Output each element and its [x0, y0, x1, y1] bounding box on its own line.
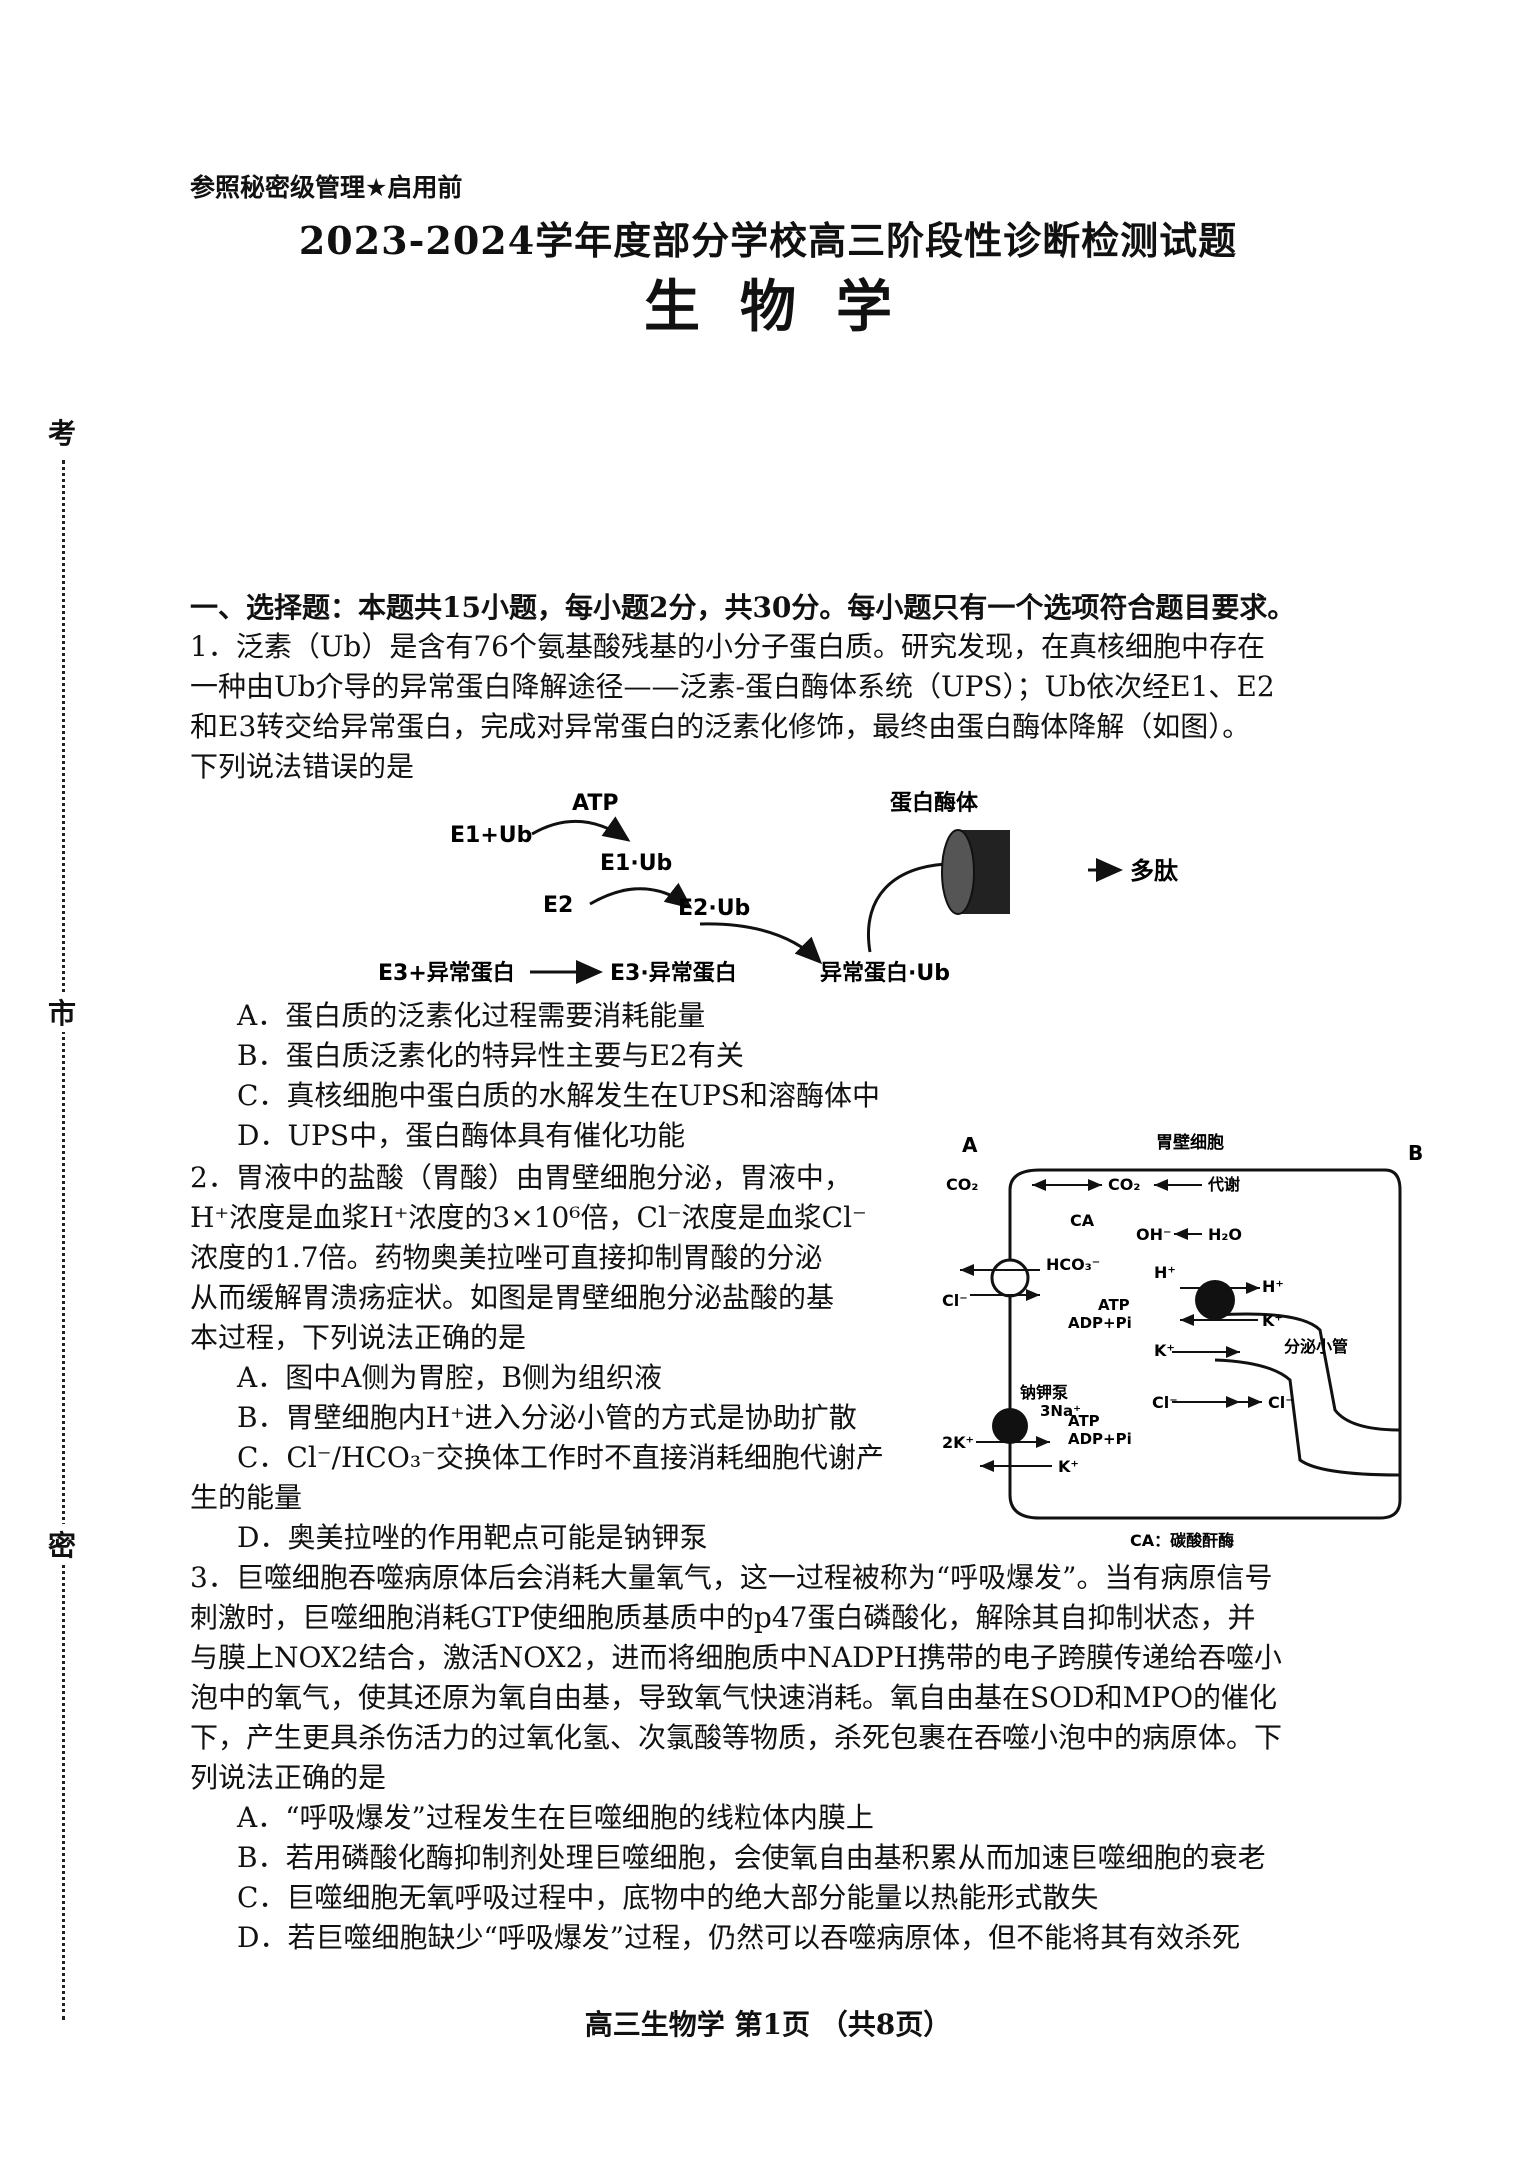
q2-option-a[interactable]: A．图中A侧为胃腔，B侧为组织液: [237, 1361, 663, 1394]
abnormal-ub-label: 异常蛋白·Ub: [820, 960, 950, 986]
pump-label: 钠钾泵: [1020, 1383, 1068, 1402]
q1-option-b[interactable]: B．蛋白质泛素化的特异性主要与E2有关: [237, 1039, 744, 1072]
co2-out-label: CO₂: [946, 1175, 978, 1194]
side-b-label: B: [1408, 1141, 1423, 1165]
q2-option-c[interactable]: C．Cl⁻/HCO₃⁻交换体工作时不直接消耗细胞代谢产: [237, 1441, 884, 1474]
q1-line: 一种由Ub介导的异常蛋白降解途径——泛素-蛋白酶体系统（UPS）；Ub依次经E1…: [190, 670, 1275, 703]
q2-line: 2．胃液中的盐酸（胃酸）由胃壁细胞分泌，胃液中，: [190, 1161, 852, 1194]
q2-line: 本过程，下列说法正确的是: [190, 1321, 527, 1354]
q2-line: 从而缓解胃溃疡症状。如图是胃壁细胞分泌盐酸的基: [190, 1281, 835, 1314]
polypeptide-label: 多肽: [1130, 857, 1179, 885]
q3-option-a[interactable]: A．“呼吸爆发”过程发生在巨噬细胞的线粒体内膜上: [237, 1801, 874, 1834]
exam-title: 2023-2024学年度部分学校高三阶段性诊断检测试题: [298, 218, 1238, 263]
q1-option-c[interactable]: C．真核细胞中蛋白质的水解发生在UPS和溶酶体中: [237, 1079, 881, 1112]
margin-char-secret: 密: [48, 1524, 77, 1564]
q3-option-c[interactable]: C．巨噬细胞无氧呼吸过程中，底物中的绝大部分能量以热能形式散失: [237, 1881, 1099, 1914]
q3-line: 下，产生更具杀伤活力的过氧化氢、次氯酸等物质，杀死包裹在吞噬小泡中的病原体。下: [190, 1721, 1283, 1754]
arrow-e2-transfer: [699, 922, 823, 965]
q3-line: 泡中的氧气，使其还原为氧自由基，导致氧气快速消耗。氧自由基在SOD和MPO的催化: [190, 1681, 1278, 1714]
k-in1-label: K⁺: [1154, 1341, 1175, 1360]
adp2-label: ADP+Pi: [1068, 1430, 1132, 1448]
k2-label: 2K⁺: [942, 1433, 974, 1452]
e1-ub-label: E1+Ub: [450, 823, 532, 848]
atp1-label: ATP: [1098, 1296, 1130, 1314]
q3-line: 刺激时，巨噬细胞消耗GTP使细胞质基质中的p47蛋白磷酸化，解除其自抑制状态，并: [190, 1601, 1256, 1634]
oh-label: OH⁻: [1136, 1225, 1171, 1244]
ca-label: CA: [1070, 1211, 1095, 1230]
q2-line: 浓度的1.7倍。药物奥美拉唑可直接抑制胃酸的分泌: [190, 1241, 823, 1274]
cl-left-label: Cl⁻: [942, 1291, 968, 1310]
q2-line: H⁺浓度是血浆H⁺浓度的3×10⁶倍，Cl⁻浓度是血浆Cl⁻: [190, 1201, 867, 1234]
q2-option-b[interactable]: B．胃壁细胞内H⁺进入分泌小管的方式是协助扩散: [237, 1401, 857, 1434]
h-in-label: H⁺: [1154, 1263, 1176, 1282]
ca-note-label: CA：碳酸酐酶: [1130, 1531, 1234, 1550]
confidentiality-tag: 参照秘密级管理★启用前: [190, 173, 463, 202]
hco3-label: HCO₃⁻: [1046, 1255, 1100, 1274]
q3-line: 3．巨噬细胞吞噬病原体后会消耗大量氧气，这一过程被称为“呼吸爆发”。当有病原信号: [190, 1561, 1273, 1594]
q3-option-b[interactable]: B．若用磷酸化酶抑制剂处理巨噬细胞，会使氧自由基积累从而加速巨噬细胞的衰老: [237, 1841, 1266, 1874]
cl-in-label: Cl⁻: [1152, 1393, 1178, 1412]
section-heading: 一、选择题：本题共15小题，每小题2分，共30分。每小题只有一个选项符合题目要求…: [190, 591, 1296, 624]
binding-line: [62, 460, 65, 2020]
proton-pump: [1195, 1280, 1235, 1320]
margin-char-exam: 考: [48, 412, 77, 452]
secretory-tubule-wall: [1214, 1312, 1401, 1432]
q3-option-d[interactable]: D．若巨噬细胞缺少“呼吸爆发”过程，仍然可以吞噬病原体，但不能将其有效杀死: [237, 1921, 1241, 1954]
page-footer: 高三生物学 第1页 （共8页）: [584, 2008, 952, 2041]
q1-line: 和E3转交给异常蛋白，完成对异常蛋白的泛素化修饰，最终由蛋白酶体降解（如图）。: [190, 710, 1251, 743]
cell-title-label: 胃壁细胞: [1156, 1132, 1224, 1153]
atp-label: ATP: [572, 791, 618, 816]
arrow-e1: [531, 816, 631, 842]
ubiquitin-pathway-diagram: ATP E1+Ub E1·Ub E2 E2·Ub E3+异常蛋白 E3·异常蛋白…: [378, 790, 1010, 986]
k-bottom-label: K⁺: [1058, 1457, 1079, 1476]
metabolism-label: 代谢: [1207, 1175, 1240, 1194]
parietal-cell-diagram: A B 胃壁细胞 CO₂ CO₂ 代谢 CA OH⁻ H₂O HCO₃⁻ Cl⁻…: [942, 1132, 1423, 1550]
e2-label: E2: [543, 893, 573, 918]
arrow-to-proteasome: [867, 862, 961, 953]
subject-title: 生物学: [644, 274, 932, 340]
e1-dot-ub-label: E1·Ub: [600, 851, 672, 876]
na-label: 3Na⁺: [1040, 1402, 1081, 1420]
e3-label: E3+异常蛋白: [378, 960, 515, 986]
q2-option-c-cont: 生的能量: [190, 1481, 303, 1514]
side-a-label: A: [962, 1133, 978, 1157]
e3-abnormal-label: E3·异常蛋白: [610, 960, 737, 986]
h-out-label: H⁺: [1262, 1277, 1284, 1296]
polypeptide-output: 多肽: [1088, 857, 1179, 885]
q1-line: 1．泛素（Ub）是含有76个氨基酸残基的小分子蛋白质。研究发现，在真核细胞中存在: [190, 630, 1265, 663]
e2-dot-ub-label: E2·Ub: [678, 896, 750, 921]
adp1-label: ADP+Pi: [1068, 1314, 1132, 1332]
cl-out-label: Cl⁻: [1268, 1393, 1294, 1412]
proteasome-label: 蛋白酶体: [890, 790, 979, 816]
atp2-label: ATP: [1068, 1412, 1100, 1430]
secretory-tubule-wall: [1214, 1358, 1401, 1477]
margin-char-city: 市: [48, 992, 77, 1032]
q2-option-d[interactable]: D．奥美拉唑的作用靶点可能是钠钾泵: [237, 1521, 708, 1554]
q1-option-d[interactable]: D．UPS中，蛋白酶体具有催化功能: [237, 1119, 686, 1152]
sodium-potassium-pump: [992, 1408, 1028, 1444]
q3-line: 与膜上NOX2结合，激活NOX2，进而将细胞质中NADPH携带的电子跨膜传递给吞…: [190, 1641, 1282, 1674]
arrow-e2: [589, 882, 693, 909]
q3-line: 列说法正确的是: [190, 1761, 387, 1794]
cell-membrane: [1008, 1168, 1402, 1520]
cl-hco3-exchanger: [990, 1258, 1030, 1298]
h2o-label: H₂O: [1208, 1225, 1242, 1244]
proteasome-shape: [941, 829, 1010, 915]
tubule-label: 分泌小管: [1284, 1337, 1348, 1356]
k-out1-label: K⁺: [1262, 1311, 1283, 1330]
q1-option-a[interactable]: A．蛋白质的泛素化过程需要消耗能量: [237, 999, 706, 1032]
q1-line: 下列说法错误的是: [190, 750, 415, 783]
co2-in-label: CO₂: [1108, 1175, 1140, 1194]
